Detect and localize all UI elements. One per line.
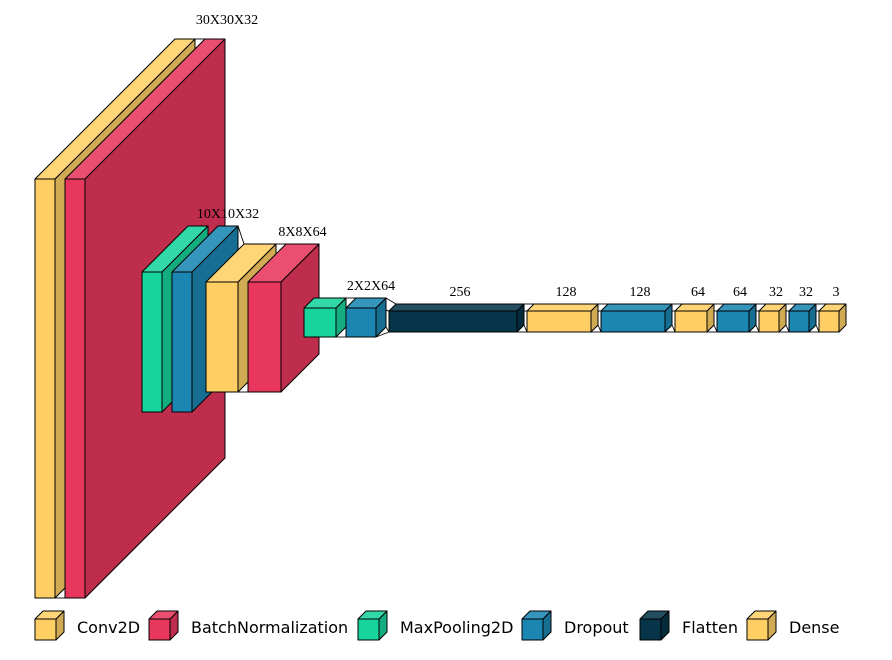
layer-boxes xyxy=(34,38,847,599)
legend-item-dropout: Dropout xyxy=(521,610,629,641)
layer-shape-label: 8X8X64 xyxy=(278,225,326,240)
block-front-face xyxy=(303,307,337,338)
block-front-face xyxy=(758,310,780,333)
layer-shape-label: 128 xyxy=(630,285,651,300)
legend-swatch xyxy=(639,618,662,641)
layer-block-dense xyxy=(758,303,787,333)
legend-swatch xyxy=(148,618,171,641)
legend: Conv2D BatchNormalization MaxPooling2D Drop… xyxy=(34,610,839,641)
layer-shape-label: 2X2X64 xyxy=(347,279,395,294)
block-front-face xyxy=(526,310,592,333)
layer-shape-label: 64 xyxy=(691,285,705,300)
legend-label: BatchNormalization xyxy=(191,618,348,637)
layer-block-dense xyxy=(526,303,599,333)
block-front-face xyxy=(818,310,840,333)
block-top-face xyxy=(600,303,673,312)
block-front-face xyxy=(64,178,86,599)
layer-shape-label: 10X10X32 xyxy=(197,207,259,222)
legend-swatch xyxy=(357,618,380,641)
block-front-face xyxy=(171,271,193,413)
legend-label: MaxPooling2D xyxy=(400,618,513,637)
layer-shape-label: 64 xyxy=(733,285,747,300)
block-front-face xyxy=(141,271,163,413)
layer-shape-label: 3 xyxy=(833,285,840,300)
legend-item-conv2d: Conv2D xyxy=(34,610,140,641)
layer-block-dense xyxy=(818,303,847,333)
legend-item-dense: Dense xyxy=(746,610,839,641)
layer-shape-label: 256 xyxy=(450,285,471,300)
layer-block-dropout xyxy=(788,303,817,333)
layer-shape-label: 32 xyxy=(769,285,783,300)
layer-shape-label: 128 xyxy=(556,285,577,300)
layer-labels: 30X30X32 10X10X32 8X8X64 2X2X64 256 128 128 64 6… xyxy=(196,13,840,300)
block-front-face xyxy=(34,178,56,599)
block-front-face xyxy=(388,310,518,333)
layer-shape-label: 32 xyxy=(799,285,813,300)
legend-label: Conv2D xyxy=(77,618,140,637)
layer-shape-label: 30X30X32 xyxy=(196,13,258,28)
layer-block-flatten xyxy=(388,303,525,333)
block-top-face xyxy=(526,303,599,312)
block-front-face xyxy=(716,310,750,333)
legend-item-flatten: Flatten xyxy=(639,610,738,641)
block-front-face xyxy=(205,281,239,393)
legend-swatch xyxy=(34,618,57,641)
layer-block-dropout xyxy=(600,303,673,333)
block-front-face xyxy=(345,307,377,338)
layer-block-dropout xyxy=(345,297,387,338)
block-top-face xyxy=(716,303,757,312)
layer-block-maxpooling2d xyxy=(303,297,347,338)
legend-swatch xyxy=(746,618,769,641)
layer-block-batchnormalization xyxy=(247,243,320,393)
block-front-face xyxy=(674,310,708,333)
block-front-face xyxy=(600,310,666,333)
legend-label: Flatten xyxy=(682,618,738,637)
block-front-face xyxy=(247,281,282,393)
block-top-face xyxy=(674,303,715,312)
legend-item-batchnormalization: BatchNormalization xyxy=(148,610,348,641)
legend-swatch xyxy=(521,618,544,641)
layer-block-dense xyxy=(674,303,715,333)
block-top-face xyxy=(388,303,525,312)
block-front-face xyxy=(788,310,810,333)
legend-label: Dense xyxy=(789,618,839,637)
layer-block-dropout xyxy=(716,303,757,333)
legend-item-maxpooling2d: MaxPooling2D xyxy=(357,610,513,641)
legend-label: Dropout xyxy=(564,618,629,637)
